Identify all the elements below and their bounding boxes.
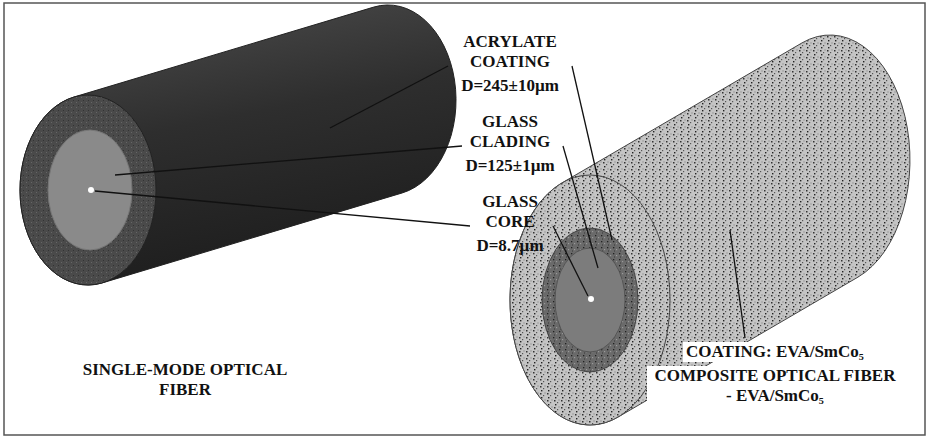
acrylate-face bbox=[20, 95, 156, 285]
part-name: GLASS CLADING bbox=[470, 112, 550, 152]
part-name: COATING: EVA/SmCo₅ bbox=[683, 342, 867, 362]
leader-lines bbox=[95, 66, 745, 338]
acrylate-body bbox=[20, 5, 456, 285]
leader-line bbox=[572, 66, 612, 240]
dimension: D=245±10µm bbox=[461, 76, 559, 96]
leader-line bbox=[563, 146, 598, 268]
single-mode-fiber bbox=[20, 5, 456, 285]
acrylate-ring bbox=[542, 228, 638, 372]
eva-smco5-body bbox=[510, 35, 910, 425]
figure-title: SINGLE-MODE OPTICAL FIBER bbox=[60, 360, 310, 400]
figure-title: COMPOSITE OPTICAL FIBER - EVA/SmCo₅ bbox=[647, 366, 903, 406]
composite-fiber bbox=[510, 35, 910, 425]
leader-line bbox=[730, 230, 745, 338]
leader-line bbox=[95, 191, 470, 226]
part-name: ACRYLATE COATING bbox=[463, 32, 557, 72]
frame bbox=[4, 3, 925, 435]
leader-line bbox=[330, 66, 448, 128]
part-name: GLASS CORE bbox=[482, 192, 538, 232]
core-dot bbox=[588, 296, 594, 302]
leader-line bbox=[115, 146, 462, 175]
dimension: D=125±1µm bbox=[465, 156, 554, 176]
core-dot bbox=[88, 187, 94, 193]
cladding-face bbox=[555, 248, 625, 352]
dimension: D=8.7µm bbox=[476, 236, 543, 256]
leader-line bbox=[553, 226, 588, 296]
cladding-face bbox=[48, 130, 132, 250]
